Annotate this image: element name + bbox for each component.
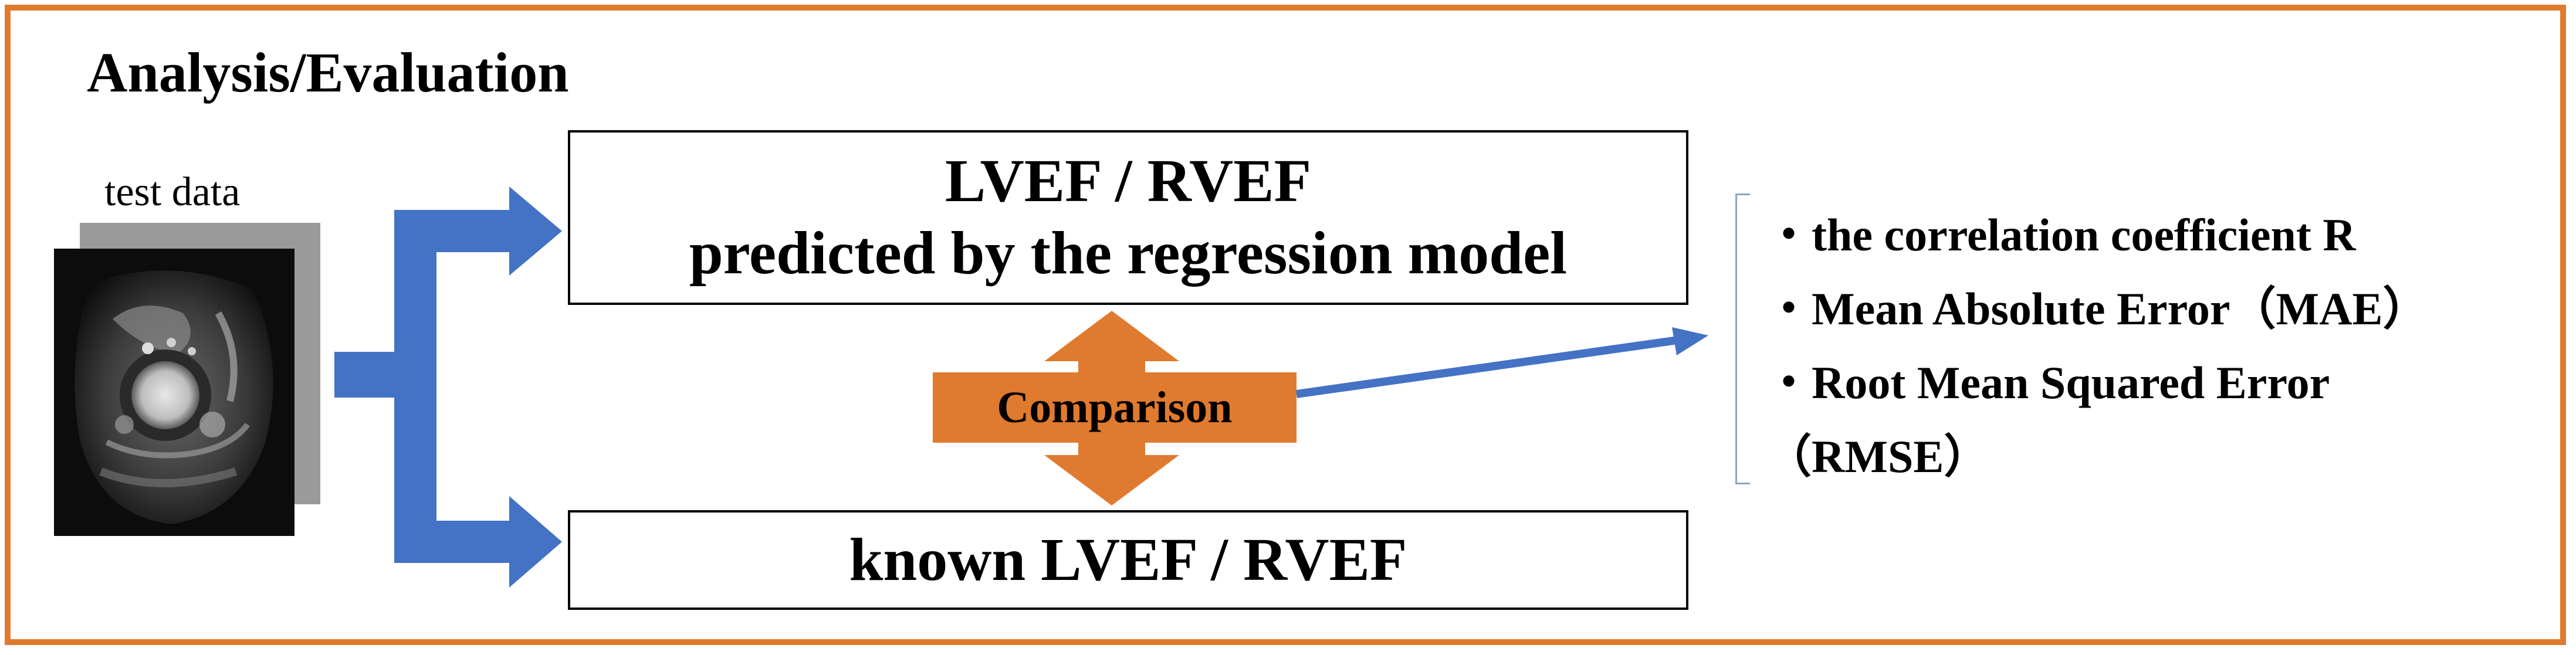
metrics-bracket: [1735, 194, 1750, 484]
branch-upper-arrowhead: [509, 186, 562, 276]
known-ef-box: known LVEF / RVEF: [568, 510, 1688, 610]
metric-rmse: ・Root Mean Squared Error: [1766, 357, 2330, 408]
branch-lower-shaft: [394, 521, 512, 563]
metrics-connector-arrowhead: [1672, 327, 1708, 355]
predicted-ef-subtitle: predicted by the regression model: [689, 219, 1568, 287]
cardiac-mri-image: [54, 249, 295, 536]
metric-mae: ・Mean Absolute Error（MAE）: [1766, 283, 2429, 334]
known-ef-label: known LVEF / RVEF: [849, 525, 1407, 593]
section-title: Analysis/Evaluation: [87, 41, 569, 104]
branch-upper-shaft: [394, 210, 512, 252]
predicted-ef-box: LVEF / RVEF predicted by the regression …: [568, 130, 1688, 305]
branch-stem: [334, 352, 405, 398]
comparison-label-bg: [933, 372, 1297, 443]
branch-lower-arrowhead: [509, 496, 562, 588]
metric-rmse-abbrev: （RMSE）: [1766, 431, 1990, 482]
metrics-connector-line: [1296, 336, 1678, 398]
test-data-label: test data: [104, 169, 241, 215]
comparison-arrow-up: [1044, 311, 1179, 361]
comparison-arrow-down: [1044, 455, 1179, 505]
branch-trunk: [394, 222, 436, 550]
metric-correlation: ・the correlation coefficient R: [1766, 209, 2356, 260]
comparison-label: Comparison: [997, 382, 1233, 432]
metrics-list: ・the correlation coefficient R ・Mean Abs…: [1766, 198, 2428, 494]
cardiac-mri-drawing: [54, 249, 295, 536]
predicted-ef-title: LVEF / RVEF: [945, 147, 1312, 215]
